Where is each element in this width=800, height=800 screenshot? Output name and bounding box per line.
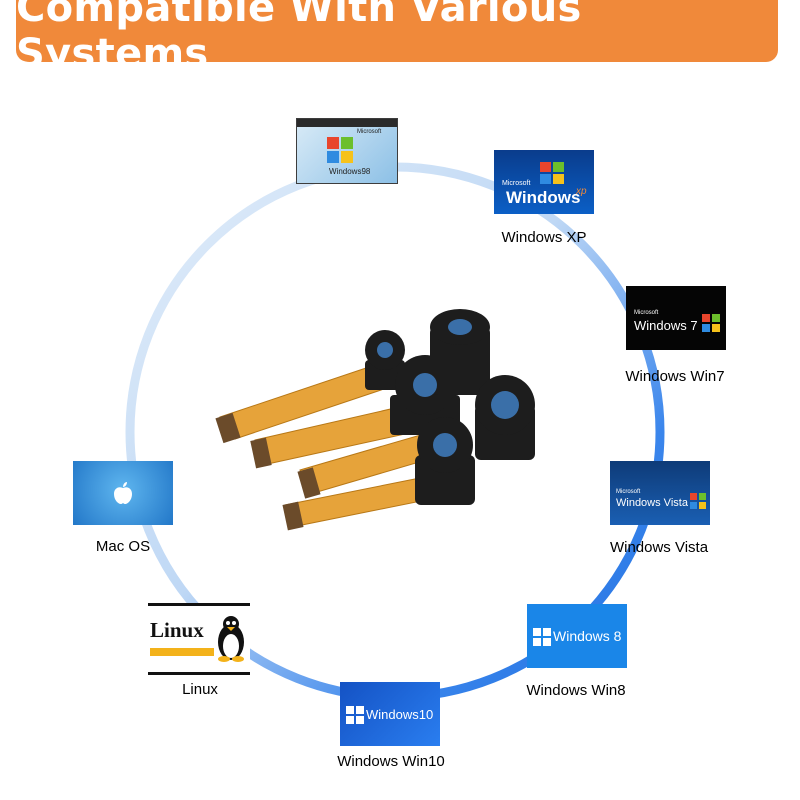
windows-vista-text: Windows Vista [616, 497, 688, 509]
camera-module-image [215, 309, 535, 531]
windows-flag-icon [690, 493, 706, 509]
windows-vista-logo: Microsoft Windows Vista [610, 461, 710, 525]
windows-7-caption: Windows Win7 [625, 368, 725, 385]
windows98-brand: Microsoft [357, 129, 382, 135]
windows-xp-caption: Windows XP [501, 229, 587, 246]
windows-8-caption: Windows Win8 [526, 682, 626, 699]
linux-text: Linux [150, 618, 204, 642]
windows-10-logo: Windows10 [340, 682, 440, 746]
windows98-text: Windows98 [329, 167, 371, 176]
windows-vista-brand: Microsoft [616, 489, 641, 495]
windows-flag-icon [327, 137, 353, 163]
windows98-logo: Microsoft Windows98 [296, 118, 398, 184]
windows-flag-icon [533, 628, 551, 646]
macos-logo [73, 461, 173, 525]
linux-caption: Linux [182, 681, 218, 698]
windows-8-text: Windows 8 [553, 628, 622, 644]
windows-xp-brand: Microsoft [502, 180, 531, 187]
linux-logo: Linux [148, 603, 250, 675]
windows-xp-suffix: xp [576, 186, 587, 197]
windows-vista-caption: Windows Vista [609, 539, 709, 556]
windows-10-caption: Windows Win10 [337, 753, 445, 770]
apple-icon [114, 482, 132, 504]
windows-8-logo: Windows 8 [527, 604, 627, 668]
windows-xp-logo: Microsoft Windows xp [494, 150, 594, 214]
page-title: Compatible With Various Systems [16, 0, 582, 77]
windows-xp-text: Windows [506, 188, 581, 207]
windows-7-text: Windows 7 [634, 318, 698, 333]
windows-flag-icon [540, 162, 564, 184]
title-banner: Compatible With Various Systems [16, 0, 778, 77]
windows-7-logo: Microsoft Windows 7 [626, 286, 726, 350]
windows-flag-icon [346, 706, 364, 724]
macos-caption: Mac OS [95, 538, 151, 555]
windows-10-text: Windows10 [366, 707, 434, 722]
windows-flag-icon [702, 314, 720, 332]
tux-penguin-icon [218, 616, 244, 662]
windows-7-brand: Microsoft [634, 310, 659, 316]
